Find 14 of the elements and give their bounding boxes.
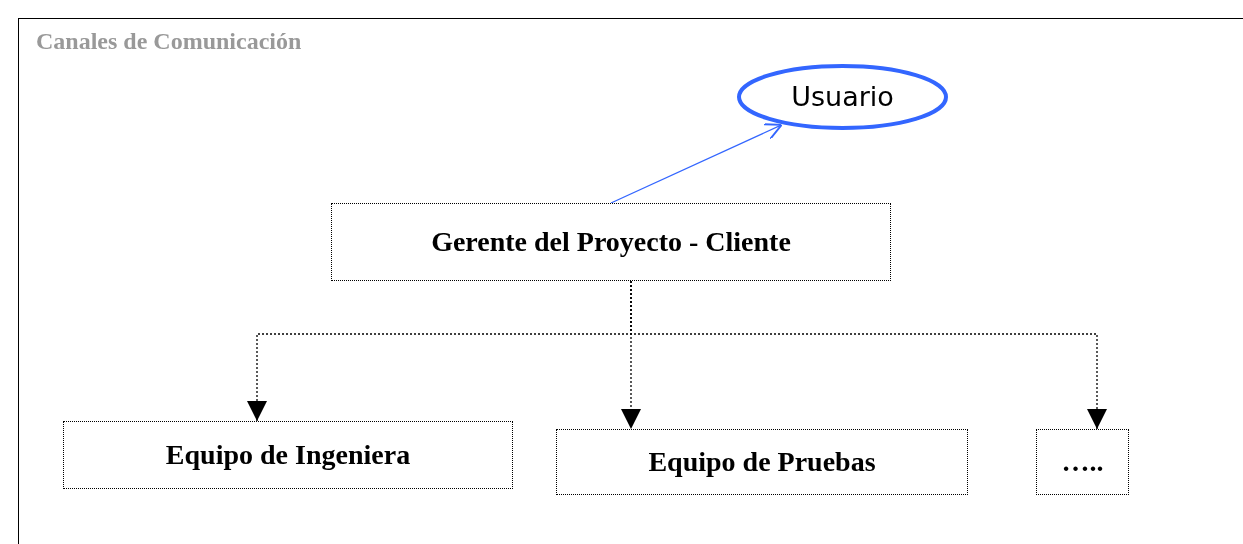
node-label: ….. xyxy=(1061,445,1104,479)
node-label: Equipo de Ingeniera xyxy=(165,438,411,472)
team-box xyxy=(63,421,513,489)
frame-panel xyxy=(18,18,1243,544)
user-ellipse xyxy=(736,63,949,131)
node-label: Gerente del Proyecto - Cliente xyxy=(431,225,791,259)
connector-arrow xyxy=(630,280,1107,430)
node-label: Usuario xyxy=(791,79,894,114)
team-box xyxy=(1036,429,1129,495)
team-box xyxy=(556,429,968,495)
team-box xyxy=(331,203,891,281)
connector-arrow xyxy=(610,123,783,204)
frame-title: Canales de Comunicación xyxy=(36,27,302,56)
node-label: Equipo de Pruebas xyxy=(648,445,876,479)
